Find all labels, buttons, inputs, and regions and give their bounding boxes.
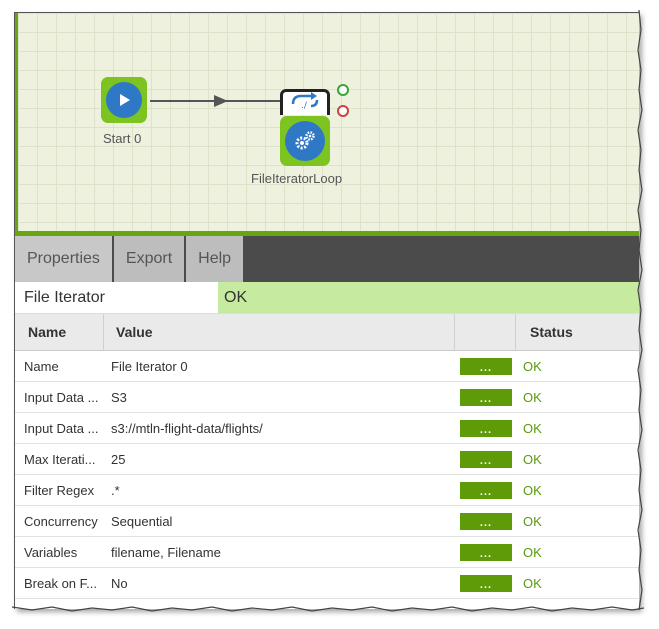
property-name: Concurrency: [24, 513, 98, 529]
canvas-border: [15, 231, 639, 236]
edit-property-button[interactable]: ...: [460, 543, 512, 561]
property-value: .*: [111, 482, 120, 498]
iterator-cap[interactable]: ./: [280, 89, 330, 115]
table-row[interactable]: Input Data ... s3://mtln-flight-data/fli…: [15, 413, 639, 444]
table-row[interactable]: Name File Iterator 0 ... OK: [15, 351, 639, 382]
gears-icon: [285, 121, 325, 161]
torn-edge-right: [637, 10, 643, 610]
svg-text:./: ./: [301, 101, 308, 110]
component-status: OK: [218, 282, 639, 313]
property-name: Filter Regex: [24, 482, 95, 498]
component-info-bar: File Iterator OK: [15, 282, 639, 313]
header-name[interactable]: Name: [15, 314, 104, 350]
property-value: Sequential: [111, 513, 173, 529]
arrow-head-icon: [214, 95, 228, 107]
properties-table: Name Value Status Name File Iterator 0 .…: [15, 313, 639, 599]
edit-property-button[interactable]: ...: [460, 574, 512, 592]
property-status: OK: [523, 482, 542, 498]
tab-help[interactable]: Help: [186, 236, 246, 282]
job-editor-window: Start 0 ./ FileIter: [14, 12, 639, 609]
edit-property-button[interactable]: ...: [460, 388, 512, 406]
header-edit: [455, 314, 516, 350]
property-status: OK: [523, 451, 542, 467]
property-name: Name: [24, 358, 59, 374]
failure-port-icon[interactable]: [337, 105, 349, 117]
property-name: Input Data ...: [24, 420, 99, 436]
table-row[interactable]: Filter Regex .* ... OK: [15, 475, 639, 506]
table-row[interactable]: Break on F... No ... OK: [15, 568, 639, 599]
edit-property-button[interactable]: ...: [460, 357, 512, 375]
property-value: File Iterator 0: [111, 358, 188, 374]
property-status: OK: [523, 420, 542, 436]
table-row[interactable]: Input Data ... S3 ... OK: [15, 382, 639, 413]
table-header: Name Value Status: [15, 313, 639, 351]
property-name: Variables: [24, 544, 78, 560]
property-value: No: [111, 575, 128, 591]
tab-export[interactable]: Export: [113, 236, 187, 282]
table-row[interactable]: Concurrency Sequential ... OK: [15, 506, 639, 537]
connector: [150, 95, 280, 107]
property-status: OK: [523, 513, 542, 529]
property-name: Max Iterati...: [24, 451, 96, 467]
tab-properties[interactable]: Properties: [15, 236, 114, 282]
edit-property-button[interactable]: ...: [460, 481, 512, 499]
edit-property-button[interactable]: ...: [460, 512, 512, 530]
property-value: filename, Filename: [111, 544, 221, 560]
property-status: OK: [523, 389, 542, 405]
property-name: Break on F...: [24, 575, 97, 591]
loop-arrows-icon: ./: [287, 92, 323, 115]
property-value: s3://mtln-flight-data/flights/: [111, 420, 263, 436]
success-port-icon[interactable]: [337, 84, 349, 96]
torn-edge-bottom: [12, 606, 644, 612]
edit-property-button[interactable]: ...: [460, 419, 512, 437]
property-status: OK: [523, 544, 542, 560]
job-canvas[interactable]: Start 0 ./ FileIter: [15, 13, 639, 231]
start-node[interactable]: [101, 77, 147, 123]
play-icon: [106, 82, 142, 118]
panel-tabbar: Properties Export Help: [15, 236, 639, 282]
property-value: S3: [111, 389, 127, 405]
property-status: OK: [523, 575, 542, 591]
property-status: OK: [523, 358, 542, 374]
component-name: File Iterator: [15, 282, 218, 313]
property-name: Input Data ...: [24, 389, 99, 405]
start-node-label: Start 0: [103, 131, 142, 146]
table-row[interactable]: Variables filename, Filename ... OK: [15, 537, 639, 568]
edit-property-button[interactable]: ...: [460, 450, 512, 468]
header-value[interactable]: Value: [104, 314, 455, 350]
table-row[interactable]: Max Iterati... 25 ... OK: [15, 444, 639, 475]
file-iterator-node-label: FileIteratorLoop: [251, 171, 343, 186]
property-value: 25: [111, 451, 126, 467]
file-iterator-node[interactable]: [280, 116, 330, 166]
header-status[interactable]: Status: [530, 324, 573, 340]
